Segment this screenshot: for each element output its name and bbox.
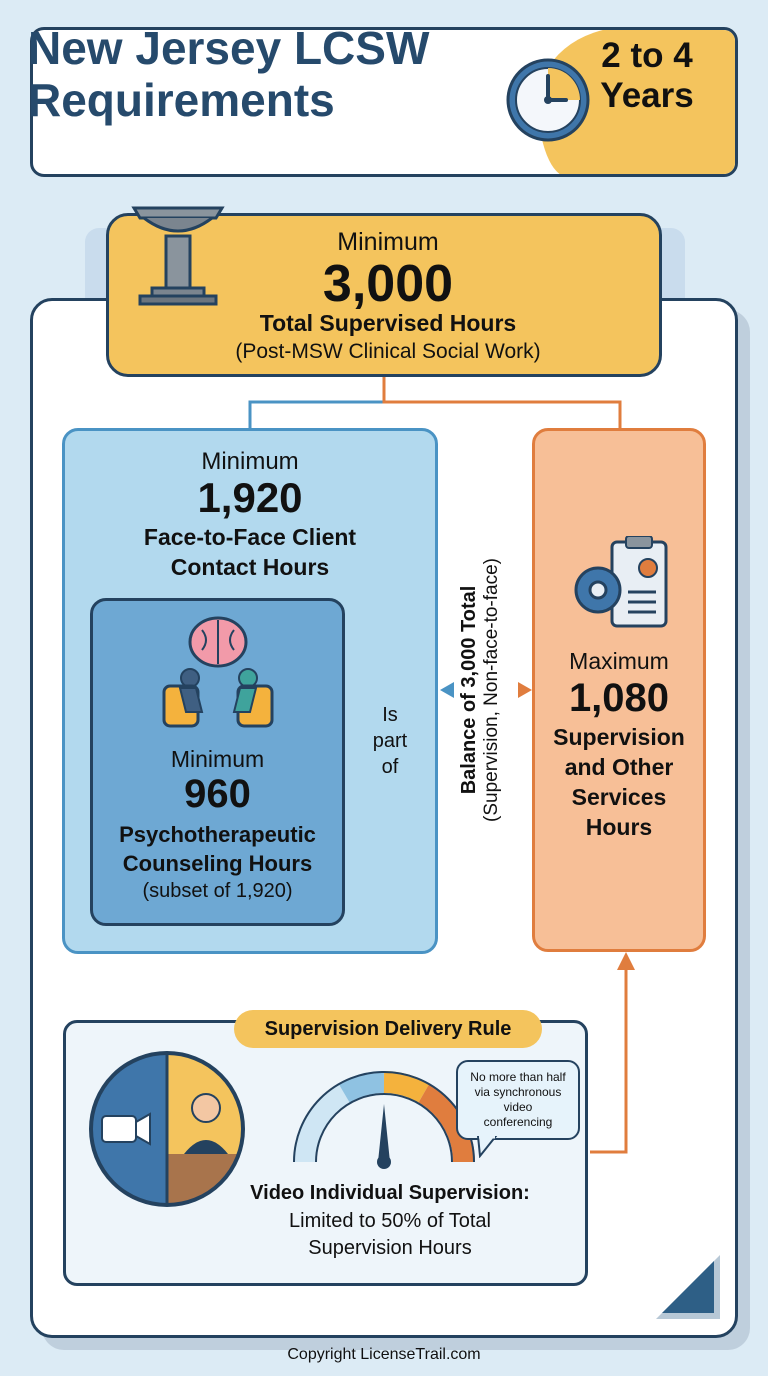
counseling-sublabel: (subset of 1,920)	[142, 880, 293, 902]
other-services-label-line-3: Services	[571, 784, 667, 810]
therapy-session-icon	[162, 616, 274, 728]
face-to-face-value: 1,920	[197, 474, 303, 521]
supervision-rule-title: Supervision Delivery Rule	[234, 1010, 542, 1048]
title-line-2: Requirements	[28, 74, 335, 126]
supervision-rule-label: Video Individual Supervision:	[250, 1182, 530, 1204]
copyright-text: Copyright LicenseTrail.com	[287, 1346, 481, 1363]
video-call-icon	[89, 1051, 245, 1207]
other-services-card	[532, 428, 706, 952]
counseling-label-line-1: Psychotherapeutic	[119, 822, 316, 847]
pedestal-icon	[131, 206, 225, 306]
supervision-rule-desc-line-2: Supervision Hours	[308, 1237, 472, 1259]
face-to-face-label-line-1: Face-to-Face Client	[143, 524, 357, 550]
counseling-label: Psychotherapeutic Counseling Hours	[92, 820, 343, 878]
counseling-label-line-2: Counseling Hours	[122, 851, 313, 876]
clipboard-gear-icon	[574, 536, 668, 628]
relation-line-1: Is	[382, 704, 398, 726]
speech-bubble: No more than half via synchronous video …	[456, 1060, 580, 1140]
other-services-label-line-1: Supervision	[553, 724, 685, 750]
balance-line-2: (Supervision, Non-face-to-face)	[481, 558, 502, 822]
face-to-face-label-line-2: Contact Hours	[170, 554, 330, 580]
face-to-face-label: Face-to-Face Client Contact Hours	[100, 522, 400, 582]
bubble-line-3: video	[503, 1100, 533, 1114]
bubble-line-1: No more than half	[470, 1070, 566, 1084]
duration-line-2: Years	[600, 76, 694, 115]
balance-label: Balance of 3,000 Total (Supervision, Non…	[458, 540, 518, 840]
total-sublabel: (Post-MSW Clinical Social Work)	[235, 340, 541, 363]
relation-text: Is part of	[360, 702, 420, 780]
duration-text: 2 to 4 Years	[572, 36, 722, 116]
other-services-label-line-2: and Other	[564, 754, 674, 780]
total-label: Total Supervised Hours	[259, 310, 517, 336]
other-services-qualifier: Maximum	[569, 648, 669, 674]
counseling-value: 960	[184, 772, 251, 816]
other-services-label-line-4: Hours	[585, 814, 653, 840]
total-qualifier: Minimum	[337, 228, 439, 256]
total-value: 3,000	[322, 255, 454, 313]
bubble-line-4: conferencing	[483, 1115, 553, 1129]
bubble-line-2: via synchronous	[474, 1085, 562, 1099]
page-corner-fold-icon	[656, 1255, 720, 1319]
gauge-icon	[293, 1071, 475, 1169]
balance-line-1: Balance of 3,000 Total	[458, 585, 480, 795]
supervision-rule-desc-line-1: Limited to 50% of Total	[289, 1210, 491, 1232]
page-title: New Jersey LCSW Requirements	[28, 22, 488, 126]
other-services-value: 1,080	[568, 676, 670, 720]
counseling-qualifier: Minimum	[170, 746, 265, 772]
relation-line-3: of	[381, 756, 399, 778]
gauge-needle	[378, 1104, 390, 1162]
other-services-label: Supervision and Other Services Hours	[540, 722, 698, 842]
face-to-face-qualifier: Minimum	[201, 448, 299, 475]
title-line-1: New Jersey LCSW	[28, 22, 430, 74]
supervision-rule-description: Limited to 50% of Total Supervision Hour…	[210, 1208, 570, 1262]
clock-icon	[506, 58, 590, 142]
duration-line-1: 2 to 4	[601, 36, 693, 75]
header-card	[30, 27, 738, 177]
speech-bubble-tail	[476, 1136, 498, 1158]
relation-line-2: part	[372, 730, 408, 752]
